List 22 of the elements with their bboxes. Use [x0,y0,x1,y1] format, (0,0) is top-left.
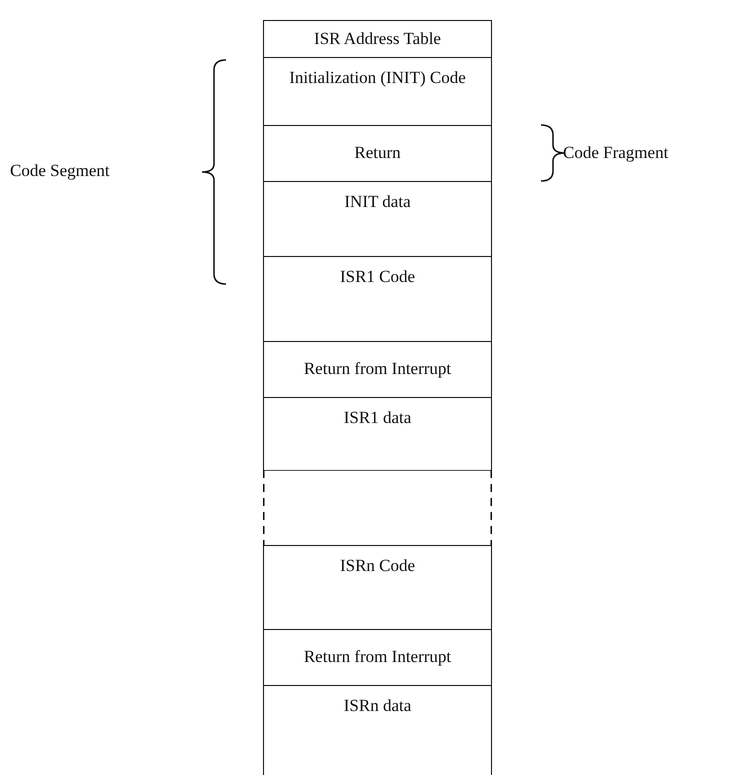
memory-block [263,685,492,775]
block-label: ISRn Code [340,556,416,576]
bracket-label: Code Fragment [563,143,668,163]
block-label: Return [354,142,401,164]
memory-block [263,57,492,125]
bracket-label: Code Segment [10,161,110,181]
memory-block [263,545,492,629]
memory-block [263,125,492,181]
memory-block [263,341,492,397]
block-label: INIT data [344,192,411,212]
memory-block [263,397,492,470]
memory-block [263,256,492,341]
block-label: Initialization (INIT) Code [289,68,466,88]
memory-block [263,629,492,685]
block-label: ISRn data [344,696,412,716]
block-label: ISR1 data [344,408,412,428]
block-label: Return from Interrupt [304,358,452,380]
block-label: ISR Address Table [314,28,441,50]
block-label: ISR1 Code [340,267,416,287]
memory-block [263,20,492,57]
memory-block [263,181,492,256]
block-label: Return from Interrupt [304,646,452,668]
